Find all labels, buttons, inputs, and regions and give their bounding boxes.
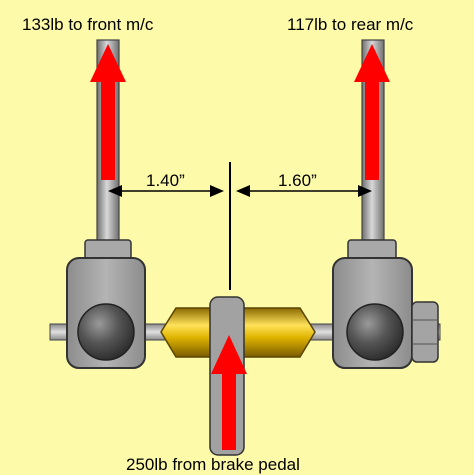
lock-nut	[411, 301, 439, 363]
front-force-arrow	[90, 44, 126, 180]
rear-force-arrow	[354, 44, 390, 180]
right-clevis	[332, 39, 413, 369]
right-distance-label: 1.60”	[278, 171, 317, 190]
front-force-label: 133lb to front m/c	[22, 15, 154, 34]
left-ball-joint	[77, 303, 135, 361]
dimension-right	[236, 185, 372, 197]
pedal-force-label: 250lb from brake pedal	[126, 455, 300, 474]
rear-force-label: 117lb to rear m/c	[287, 15, 414, 34]
dimension-left	[108, 185, 224, 197]
left-distance-label: 1.40”	[146, 171, 185, 190]
pedal-force-arrow	[211, 335, 247, 450]
right-ball-joint	[346, 303, 404, 361]
